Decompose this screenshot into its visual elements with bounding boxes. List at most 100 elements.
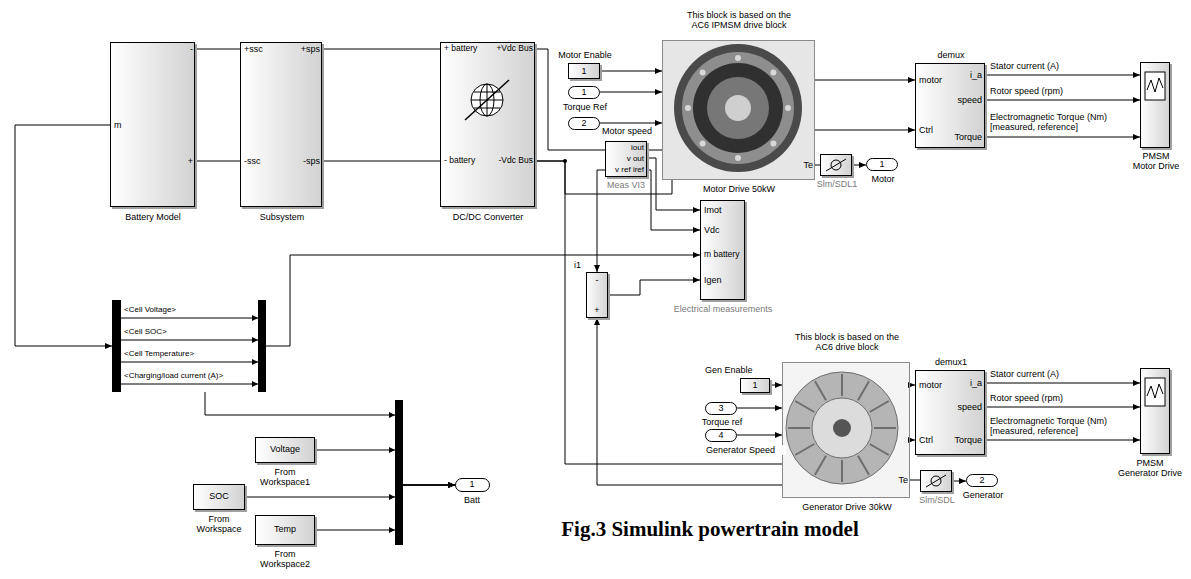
block-text: Battery Model [98, 212, 208, 222]
block-text: 1 [570, 87, 598, 97]
figure-caption: Fig.3 Simulink powertrain model [520, 517, 900, 542]
block-text: Igen [704, 275, 744, 285]
constant-block: Motor Enable1 [568, 63, 600, 79]
block-text: Ctrl [919, 125, 951, 135]
signal-wire [815, 130, 915, 131]
block-text: Subsystem [232, 212, 332, 222]
block-text: Batt [452, 495, 492, 505]
block-text: Te [890, 475, 908, 485]
block-text: +Vdc Bus [489, 44, 533, 54]
signal-wire [600, 71, 662, 72]
signal-label: Rotor speed (rpm) [990, 86, 1130, 96]
block-text: Meas VI3 [596, 180, 656, 190]
signal-wire [322, 161, 440, 162]
signal-label: Stator current (A) [990, 61, 1130, 71]
signal-wire [600, 123, 662, 124]
inport: 2 [568, 117, 600, 130]
block-text: Ctrl [919, 435, 951, 445]
measurement-block: ioutv outv ref irefMeas VI3 [605, 141, 647, 177]
block-text: Slm/SDL1 [812, 179, 862, 189]
block-text: From Workspace [188, 514, 250, 535]
bus-wire [121, 318, 258, 384]
block-text: SOC [195, 491, 243, 501]
inport: 4 [705, 429, 737, 442]
block-text: +ssc [244, 44, 280, 54]
block-text: - battery [444, 156, 490, 166]
signal-wire [985, 137, 1140, 138]
block-text: i_a [952, 378, 982, 388]
signal-wire [535, 161, 782, 464]
block-text: m [114, 120, 128, 130]
block-text: Torque ref [692, 417, 752, 427]
block-text: Generator Drive 30kW [777, 502, 917, 512]
inport: 1Torque Ref [568, 86, 600, 99]
block-text: This block is based on the AC6 IPMSM dri… [680, 10, 798, 31]
block-text: 4 [707, 430, 735, 440]
signal-wire [815, 80, 915, 81]
signal-wire [910, 480, 920, 481]
block-text: 1 [570, 66, 598, 76]
signal-wire [647, 150, 662, 151]
signal-wire [737, 408, 782, 409]
block-text: Torque [950, 132, 982, 142]
block-text: Vdc [704, 225, 744, 235]
block-text: Generator [953, 490, 1013, 500]
sensor-block: Slm/SDL1 [820, 154, 852, 176]
measurement-subsystem: ImotVdcm batteryIgenElectrical measureme… [700, 200, 745, 300]
block-text: 1 [457, 479, 487, 489]
converter-icon [465, 80, 509, 120]
wire-arrowhead [252, 315, 395, 533]
block-text: - [181, 44, 193, 54]
scope-block: PMSM Motor Drive [1140, 62, 1170, 148]
demux-block: demux1motori_aspeedCtrlTorque [915, 370, 985, 455]
signal-wire [608, 280, 700, 295]
block-text: <Charging/load current (A)> [124, 371, 250, 380]
block-text: 1 [868, 159, 896, 169]
block-text: v ref iref [606, 165, 644, 174]
block-text: -Vdc Bus [489, 156, 533, 166]
signal-wire [535, 49, 605, 150]
block-text: Slm/SDL [912, 495, 962, 505]
signal-label: Rotor speed (rpm) [990, 393, 1130, 403]
signal-wire [195, 161, 240, 162]
block-text: Motor Drive 50kW [674, 184, 804, 194]
block-text: Gen Enable [705, 365, 765, 375]
block-text: m battery [704, 250, 744, 260]
block-text: v out [606, 154, 644, 163]
scope-block: PMSM Generator Drive [1140, 368, 1170, 454]
block-text: Imot [704, 205, 744, 215]
block-text: speed [952, 95, 982, 105]
motor-drive-block: This block is based on the AC6 IPMSM dri… [662, 40, 815, 180]
block-text: demux1 [926, 357, 976, 367]
block-text: PMSM Generator Drive [1116, 458, 1184, 479]
signal-wire [315, 450, 455, 485]
signal-wire [15, 125, 112, 346]
block-text: 3 [707, 403, 735, 413]
signal-wire [315, 485, 455, 530]
sensor-block: Slm/SDL [920, 470, 952, 492]
junction-dot [397, 159, 567, 487]
block-text: 1 [742, 380, 768, 390]
signal-wire [600, 92, 662, 93]
sum-block: i1-+ [586, 272, 608, 318]
signal-wire [252, 255, 700, 346]
block-text: + [589, 305, 605, 315]
signal-wire [852, 165, 866, 166]
block-text: Temp [257, 524, 313, 534]
signal-wire [737, 435, 782, 436]
block-text: 2 [968, 475, 996, 485]
block-text: motor [919, 75, 951, 85]
block-text: PMSM Motor Drive [1130, 151, 1182, 172]
outport: 1Batt [455, 478, 490, 492]
block-fill [440, 42, 1170, 492]
generator-illustration [783, 363, 909, 497]
signal-wire [195, 49, 240, 50]
block-text: -ssc [244, 156, 280, 166]
block-text: <Cell Temperature> [124, 349, 250, 358]
block-text: + [181, 156, 193, 166]
generator-drive-block: This block is based on the AC6 drive blo… [782, 362, 910, 498]
block-text: motor [919, 380, 951, 390]
constant-block: Gen Enable1 [740, 378, 770, 393]
block-text: Motor Enable [550, 50, 620, 60]
